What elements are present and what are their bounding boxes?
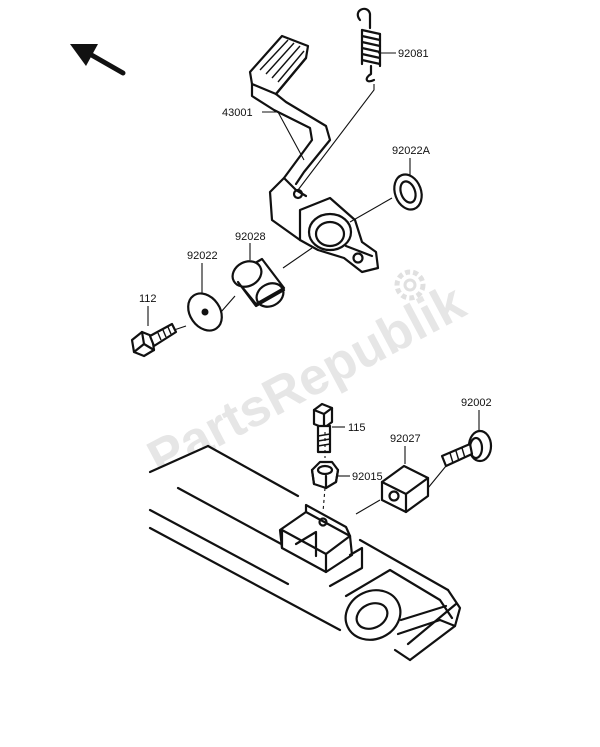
return-spring (356, 7, 382, 83)
bolt-115 (312, 402, 334, 454)
label-92081: 92081 (398, 48, 429, 60)
washer-92022a (393, 173, 423, 211)
label-92015: 92015 (352, 471, 383, 483)
washer-92022 (187, 292, 223, 332)
label-112: 112 (139, 293, 157, 305)
label-43001: 43001 (222, 107, 253, 119)
label-92002: 92002 (461, 397, 492, 409)
block-92027 (380, 464, 430, 514)
label-92028: 92028 (235, 231, 266, 243)
gear-icon (394, 269, 426, 301)
front-direction-arrow-icon (70, 44, 126, 76)
brake-pedal (248, 34, 380, 274)
bolt-112 (130, 322, 178, 358)
nut-92015 (310, 460, 340, 490)
label-92022a: 92022A (392, 145, 431, 157)
bolt-92002 (440, 429, 493, 468)
label-92022: 92022 (187, 250, 218, 262)
callout-labels: 92081 43001 92022A 92028 92022 112 115 9… (139, 48, 492, 483)
label-92027: 92027 (390, 433, 421, 445)
label-115: 115 (348, 422, 366, 434)
frame-rail (148, 444, 462, 662)
collar-92028 (231, 257, 286, 308)
leader-lines (147, 52, 480, 515)
